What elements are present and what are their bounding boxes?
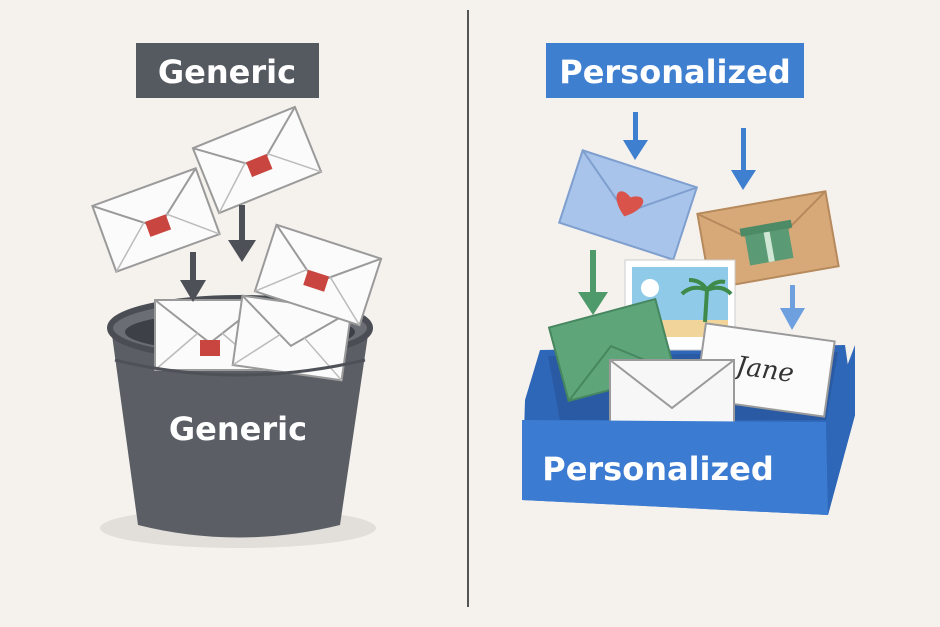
inbox-tray-icon: Jane Personalized — [522, 259, 855, 515]
heart-icon — [616, 191, 644, 217]
generic-header: Generic — [136, 43, 319, 98]
arrow-down-icon — [228, 205, 256, 262]
heart-envelope — [557, 149, 699, 261]
palm-tree-icon — [680, 278, 733, 323]
gift-icon — [739, 219, 794, 266]
arrow-down-icon — [731, 128, 756, 190]
personalized-header-text: Personalized — [559, 53, 791, 91]
arrow-down-icon — [180, 252, 206, 302]
generic-envelope — [191, 105, 323, 215]
arrow-down-icon — [578, 250, 608, 315]
arrow-down-icon — [623, 112, 648, 160]
personalized-header: Personalized — [546, 43, 804, 98]
arrow-down-icon — [780, 285, 805, 330]
bin-label: Generic — [169, 410, 307, 448]
generic-envelope — [253, 223, 383, 327]
generic-envelope — [91, 167, 221, 273]
tray-label: Personalized — [542, 450, 774, 488]
trash-bin-icon: Generic — [107, 294, 373, 538]
generic-header-text: Generic — [158, 53, 296, 91]
